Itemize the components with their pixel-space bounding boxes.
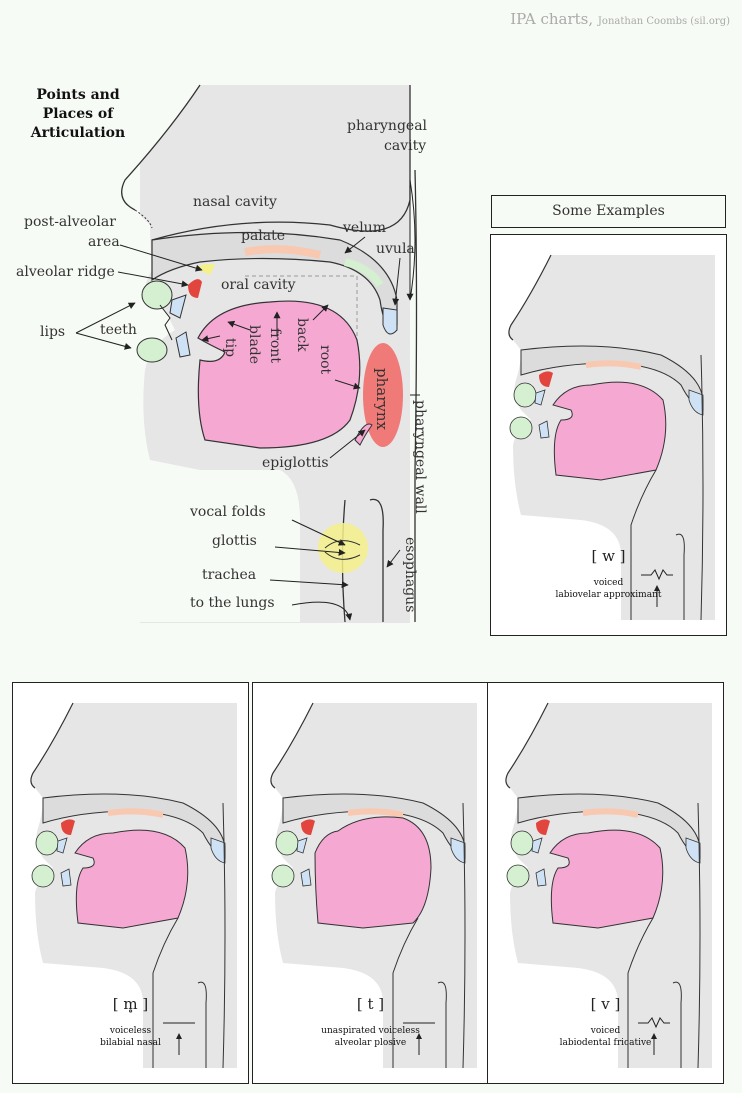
lower-teeth	[175, 331, 191, 358]
label-nasal-cavity: nasal cavity	[193, 194, 277, 210]
example-diagram-v	[500, 702, 712, 1069]
example-symbol: [ m̥ ]	[112, 995, 149, 1013]
main-articulation-diagram: pharyngeal cavity nasal cavity post-alve…	[16, 84, 428, 623]
upper-lip	[141, 280, 173, 310]
label-to-the-lungs: to the lungs	[190, 595, 275, 611]
label-esophagus: esophagus	[402, 537, 418, 612]
palate	[151, 231, 398, 328]
example-description: voiced labiodental fricative	[488, 1025, 723, 1049]
label-pharynx: pharynx	[373, 368, 391, 431]
credit-author: Jonathan Coombs (sil.org)	[597, 16, 730, 27]
example-panel-m: [ m̥ ] voiceless bilabial nasal	[12, 682, 249, 1084]
example-description-line-2: labiovelar approximant	[555, 590, 662, 600]
example-description-line-2: bilabial nasal	[100, 1038, 161, 1048]
credit: IPA charts, Jonathan Coombs (sil.org)	[510, 10, 730, 28]
upper-teeth	[169, 294, 187, 319]
example-diagram-w	[503, 254, 715, 621]
example-symbol: [ t ]	[356, 995, 385, 1013]
example-panel-v: [ v ] voiced labiodental fricative	[487, 682, 724, 1084]
oral-cavity-outline	[245, 275, 358, 340]
label-pharyngeal-cavity-1: pharyngeal	[347, 118, 428, 134]
pharynx-region	[363, 343, 403, 447]
label-vocal-folds: vocal folds	[189, 504, 266, 520]
example-symbol: [ v ]	[590, 995, 621, 1013]
title-line-1: Points and	[36, 87, 120, 103]
label-lips: lips	[40, 324, 65, 340]
page-title: Points and Places of Articulation	[18, 86, 138, 143]
example-description: voiced labiovelar approximant	[491, 577, 726, 601]
label-velum: velum	[342, 220, 386, 236]
label-glottis: glottis	[212, 533, 257, 549]
label-post-alveolar-2: area	[88, 234, 120, 250]
label-oral-cavity: oral cavity	[221, 277, 296, 293]
example-description-line-2: alveolar plosive	[334, 1038, 407, 1048]
label-uvula: uvula	[376, 241, 415, 257]
example-description-line-1: unaspirated voiceless	[321, 1026, 420, 1036]
label-palate: palate	[241, 228, 285, 244]
example-description-line-1: voiceless	[109, 1026, 152, 1036]
example-description: unaspirated voiceless alveolar plosive	[253, 1025, 488, 1049]
label-teeth: teeth	[100, 322, 137, 338]
face-silhouette	[121, 85, 301, 622]
example-description-line-1: voiced	[593, 578, 624, 588]
example-panel-t: [ t ] unaspirated voiceless alveolar plo…	[252, 682, 489, 1084]
label-post-alveolar-1: post-alveolar	[24, 214, 116, 230]
some-examples-header: Some Examples	[491, 195, 726, 228]
example-description: voiceless bilabial nasal	[13, 1025, 248, 1049]
velum-highlight	[343, 258, 384, 288]
example-description-line-1: voiced	[590, 1026, 621, 1036]
label-back: back	[294, 318, 310, 352]
uvula	[382, 307, 398, 335]
example-description-line-2: labiodental fricative	[559, 1038, 652, 1048]
label-blade: blade	[246, 325, 262, 364]
example-panel-w: [ w ] voiced labiovelar approximant	[490, 234, 727, 636]
label-alveolar-ridge: alveolar ridge	[16, 264, 115, 280]
example-symbol: [ w ]	[591, 547, 626, 565]
label-pharyngeal-cavity-2: cavity	[384, 138, 426, 154]
label-root: root	[317, 345, 333, 375]
label-epiglottis: epiglottis	[262, 455, 329, 471]
alveolar-ridge	[188, 279, 202, 298]
label-tip: tip	[222, 338, 238, 357]
glottis-region	[318, 523, 368, 573]
label-trachea: trachea	[202, 567, 256, 583]
label-pharyngeal-wall: pharyngeal wall	[412, 400, 428, 514]
tongue	[197, 300, 361, 449]
credit-main: IPA charts,	[510, 10, 594, 28]
title-line-3: Articulation	[30, 125, 126, 141]
palate-highlight	[244, 245, 321, 259]
example-diagram-t	[265, 702, 477, 1069]
title-line-2: Places of	[42, 106, 114, 122]
label-front: front	[267, 328, 283, 363]
example-diagram-m	[25, 702, 237, 1069]
lower-lip	[136, 337, 168, 363]
